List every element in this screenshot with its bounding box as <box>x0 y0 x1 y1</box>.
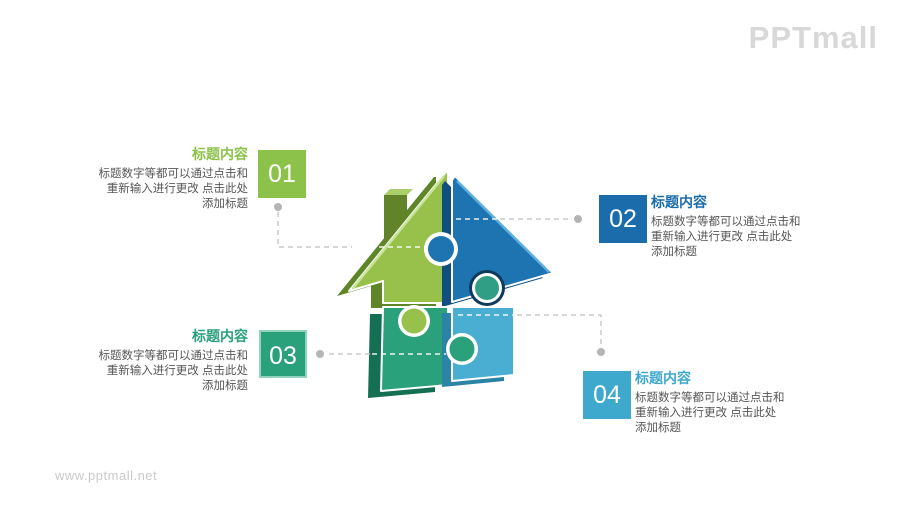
callout-title: 标题内容 <box>651 194 707 210</box>
callout-body: 标题数字等都可以通过点击和重新输入进行更改 点击此处添加标题 <box>651 216 801 258</box>
chimney-top <box>384 189 413 195</box>
house-puzzle-diagram <box>337 171 554 398</box>
callout-body: 标题数字等都可以通过点击和重新输入进行更改 点击此处添加标题 <box>98 168 249 210</box>
puzzle-piece-roof-left <box>348 171 449 304</box>
number-badge: 04 <box>583 371 631 419</box>
roof-right-highlight <box>456 180 550 273</box>
puzzle-tab-teal-right <box>446 333 478 365</box>
callout-title: 标题内容 <box>635 370 691 386</box>
number-badge: 01 <box>258 150 306 198</box>
number-badge: 03 <box>259 330 307 378</box>
connector-dot-02 <box>574 215 582 223</box>
connector-dot-04 <box>597 348 605 356</box>
connector-dot-01 <box>274 203 282 211</box>
callout-body: 标题数字等都可以通过点击和重新输入进行更改 点击此处添加标题 <box>98 350 249 392</box>
connector-dot-03 <box>316 350 324 358</box>
callout-title: 标题内容 <box>192 146 248 162</box>
watermark-url: www.pptmall.net <box>55 468 158 483</box>
number-badge: 02 <box>599 195 647 243</box>
pptmall-logo: PPTmall <box>748 20 878 55</box>
callout-title: 标题内容 <box>192 328 248 344</box>
roof-left-highlight <box>352 175 445 289</box>
puzzle-tab-blue <box>424 232 458 266</box>
puzzle-tab-cyan-up <box>469 270 505 306</box>
puzzle-tab-green-down <box>398 305 430 337</box>
puzzle-piece-roof-right <box>451 175 554 303</box>
callout-body: 标题数字等都可以通过点击和重新输入进行更改 点击此处添加标题 <box>635 392 785 434</box>
